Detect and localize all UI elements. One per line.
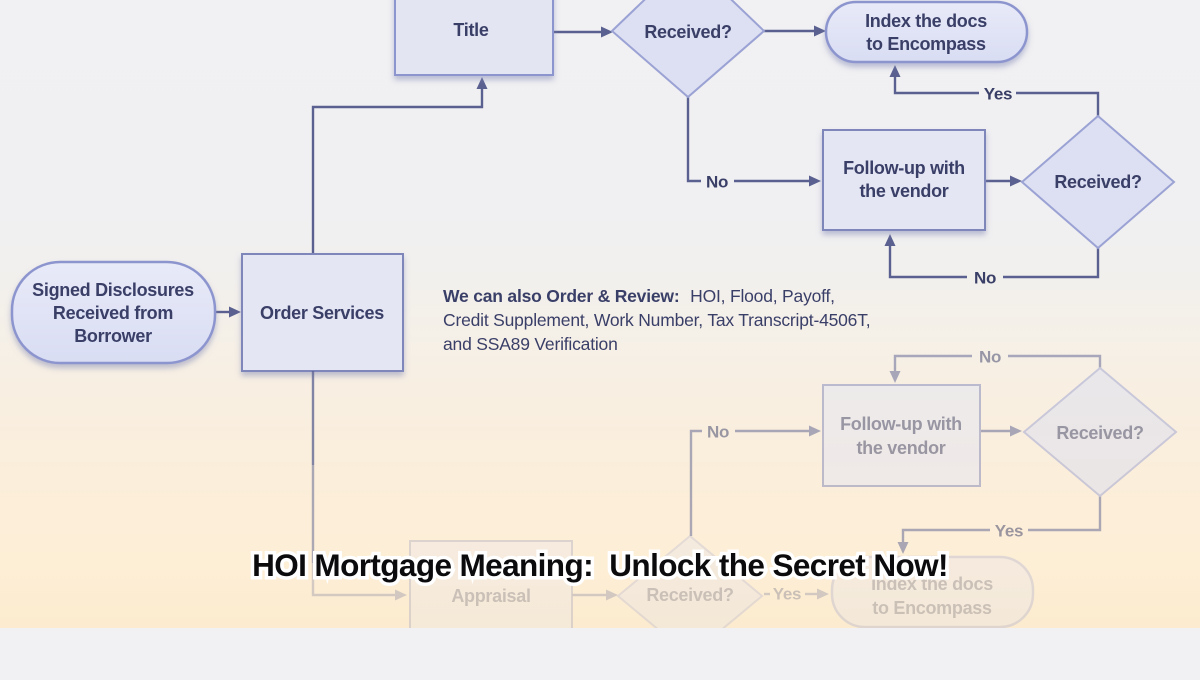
followup-vendor-box-1: Follow-up with the vendor bbox=[822, 129, 986, 231]
followup-2-label-line1: Follow-up with bbox=[840, 414, 962, 434]
edge-label-yes: Yes bbox=[995, 522, 1023, 541]
index-docs-label-line2: to Encompass bbox=[866, 34, 986, 54]
order-services-label: Order Services bbox=[260, 303, 384, 323]
followup-vendor-box-2: Follow-up with the vendor bbox=[822, 384, 981, 487]
received-diamond-4: Received? bbox=[616, 534, 764, 628]
received-2-label: Received? bbox=[1054, 172, 1141, 192]
connector-received1-to-index bbox=[764, 25, 826, 37]
lower-flow-bottom: Appraisal Received? Yes Index the docs t… bbox=[311, 534, 1035, 628]
index-docs-label-line1: Index the docs bbox=[865, 11, 987, 31]
headline-outline: HOI Mortgage Meaning: Unlock the Secret … bbox=[249, 544, 952, 587]
arrowhead-down-icon bbox=[897, 542, 909, 554]
arrowhead-right-icon bbox=[1010, 175, 1022, 187]
connector-order-to-title bbox=[311, 77, 488, 254]
title-box-label: Title bbox=[453, 20, 488, 40]
followup-1-label-line1: Follow-up with bbox=[843, 158, 965, 178]
note-line1-rest: HOI, Flood, Payoff, bbox=[690, 286, 835, 306]
connector-received2-yes-to-index: Yes bbox=[889, 65, 1100, 116]
received-diamond-1: Received? bbox=[610, 0, 766, 99]
lower-flow-mid: No No Yes Follow-up with the vendor bbox=[311, 348, 1178, 563]
index-docs-2-label-line1: Index the docs bbox=[871, 574, 993, 594]
order-review-note: We can also Order & Review: HOI, Flood, … bbox=[443, 286, 871, 354]
received-diamond-2: Received? bbox=[1020, 114, 1176, 250]
note-line2: Credit Supplement, Work Number, Tax Tran… bbox=[443, 310, 870, 330]
order-services-box: Order Services bbox=[241, 253, 404, 372]
followup-2-label-line2: the vendor bbox=[856, 438, 945, 458]
start-terminator: Signed Disclosures Received from Borrowe… bbox=[10, 260, 217, 365]
arrowhead-right-icon bbox=[817, 588, 829, 600]
connector-received4-yes-to-index2: Yes bbox=[764, 585, 829, 604]
arrowhead-up-icon bbox=[889, 65, 901, 77]
arrowhead-right-icon bbox=[809, 425, 821, 437]
connector-order-to-appraisal-elbow bbox=[311, 563, 407, 601]
note-lead: We can also Order & Review: bbox=[443, 286, 679, 306]
index-docs-terminator: Index the docs to Encompass bbox=[824, 0, 1029, 64]
title-box: Title bbox=[394, 0, 554, 76]
edge-label-no: No bbox=[974, 269, 996, 288]
connector-followup2-to-received3 bbox=[980, 425, 1022, 437]
headline-banner: HOI Mortgage Meaning: Unlock the Secret … bbox=[0, 542, 1200, 588]
index-docs-2-label-line2: to Encompass bbox=[872, 598, 992, 618]
arrowhead-up-icon bbox=[476, 77, 488, 89]
connector-appraisal-to-received4 bbox=[572, 589, 618, 601]
arrowhead-right-icon bbox=[606, 589, 618, 601]
received-diamond-3: Received? bbox=[1022, 366, 1178, 498]
connector-start-to-order bbox=[216, 306, 241, 318]
appraisal-box: Appraisal bbox=[409, 540, 573, 628]
received-4-label: Received? bbox=[646, 585, 733, 605]
arrowhead-right-icon bbox=[395, 589, 407, 601]
headline-text: HOI Mortgage Meaning: Unlock the Secret … bbox=[252, 547, 948, 583]
connector-received3-no-to-followup2: No bbox=[889, 348, 1102, 383]
edge-label-no: No bbox=[707, 423, 729, 442]
arrowhead-right-icon bbox=[229, 306, 241, 318]
arrowhead-right-icon bbox=[809, 175, 821, 187]
connector-received3-yes-to-index2: Yes bbox=[897, 496, 1102, 554]
index-docs-terminator-2: Index the docs to Encompass bbox=[830, 555, 1035, 628]
flowchart-canvas: No Yes No Signed Disclosures Received fr… bbox=[10, 0, 1178, 628]
start-label-line3: Borrower bbox=[74, 326, 152, 346]
edge-label-yes: Yes bbox=[773, 585, 801, 604]
arrowhead-right-icon bbox=[601, 26, 613, 38]
connector-title-to-received1 bbox=[553, 26, 613, 38]
followup-1-label-line2: the vendor bbox=[859, 181, 948, 201]
received-1-label: Received? bbox=[644, 22, 731, 42]
mortgage-flowchart-graphic: No Yes No Signed Disclosures Received fr… bbox=[10, 0, 1178, 628]
edge-label-no: No bbox=[979, 348, 1001, 367]
upper-flow: No Yes No Signed Disclosures Received fr… bbox=[10, 0, 1176, 372]
received-3-label: Received? bbox=[1056, 423, 1143, 443]
appraisal-label: Appraisal bbox=[451, 586, 530, 606]
connector-followup-to-received2 bbox=[985, 175, 1022, 187]
edge-label-yes: Yes bbox=[984, 85, 1012, 104]
svg-text:We can also Order & Review:: We can also Order & Review: HOI, Flood, … bbox=[443, 286, 835, 306]
connector-received1-no-to-followup: No bbox=[686, 97, 821, 192]
arrowhead-right-icon bbox=[814, 25, 826, 37]
arrowhead-up-icon bbox=[884, 234, 896, 246]
connector-received4-no-to-followup2: No bbox=[689, 423, 821, 536]
connector-received2-no-to-followup: No bbox=[884, 234, 1100, 288]
arrowhead-right-icon bbox=[1010, 425, 1022, 437]
arrowhead-down-icon bbox=[889, 371, 901, 383]
start-label-line1: Signed Disclosures bbox=[32, 280, 194, 300]
edge-label-no: No bbox=[706, 173, 728, 192]
note-line3: and SSA89 Verification bbox=[443, 334, 618, 354]
start-label-line2: Received from bbox=[53, 303, 173, 323]
